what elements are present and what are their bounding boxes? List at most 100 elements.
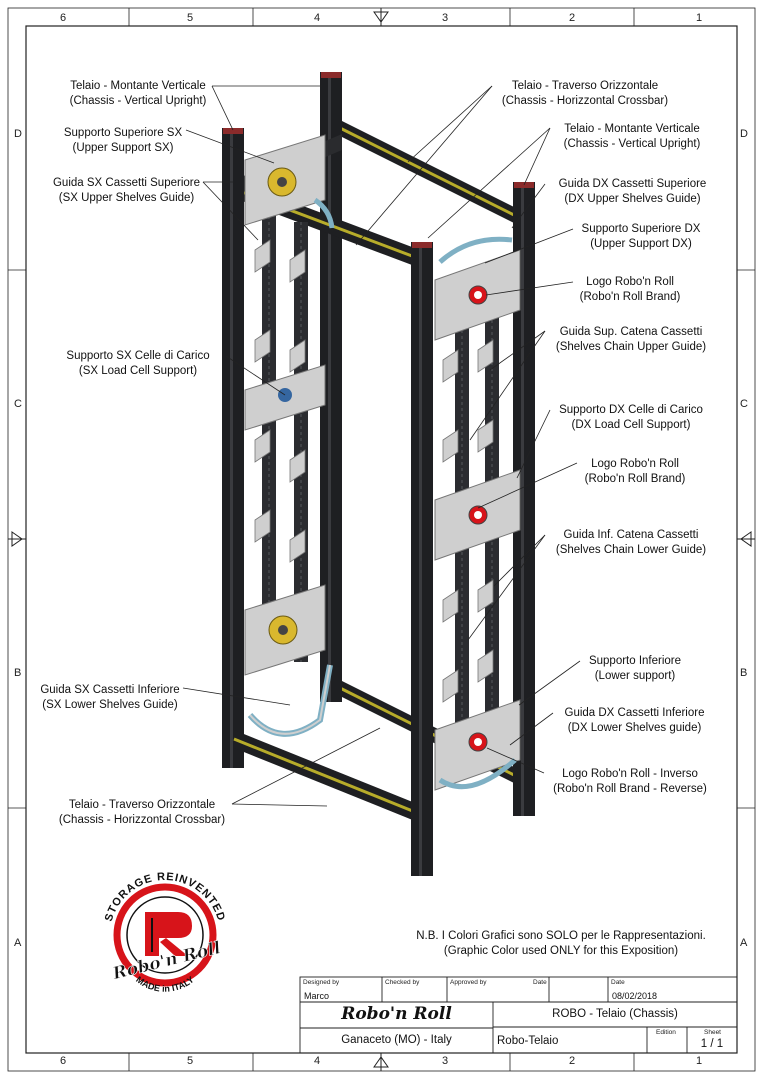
label-en: (Shelves Chain Lower Guide): [555, 544, 707, 556]
left-upper-support: [244, 134, 326, 226]
zone-bottom-3: 3: [442, 1055, 449, 1067]
label-it: Guida SX Cassetti Inferiore: [40, 684, 180, 696]
label-it: Supporto SX Celle di Carico: [66, 350, 210, 362]
logo-brand: Robo'n Roll: [110, 938, 224, 985]
title-block-frame: [299, 976, 738, 1054]
label-logo-reverse: Logo Robo'n Roll - Inverso (Robo'n Roll …: [540, 767, 720, 797]
tb-designed-by-label: Designed by: [303, 979, 340, 986]
zone-right-a: A: [740, 937, 748, 949]
right-lower-guide: [438, 758, 517, 790]
label-logo-1: Logo Robo'n Roll (Robo'n Roll Brand): [570, 275, 690, 305]
label-sx-upper-guide: Guida SX Cassetti Superiore (SX Upper Sh…: [44, 176, 209, 206]
zone-bottom-6: 6: [60, 1055, 67, 1067]
label-it: Supporto Inferiore: [588, 655, 682, 667]
zone-top-1: 1: [696, 12, 703, 24]
label-it: Logo Robo'n Roll: [591, 458, 679, 470]
note-line-2: (Graphic Color used ONLY for this Exposi…: [443, 945, 679, 957]
zone-left-c: C: [14, 398, 22, 410]
zone-top-4: 4: [314, 12, 321, 24]
brand-logo-graphic: [113, 883, 217, 987]
tb-checked-by-label: Checked by: [385, 979, 420, 986]
right-upper-guide: [438, 236, 513, 264]
label-chain-lower-guide: Guida Inf. Catena Cassetti (Shelves Chai…: [545, 528, 717, 558]
label-lower-support: Supporto Inferiore (Lower support): [577, 654, 693, 684]
tb-approved-by-label: Approved by: [450, 979, 487, 986]
label-en: (SX Upper Shelves Guide): [58, 192, 195, 204]
zone-top-5: 5: [187, 12, 194, 24]
tb-location: Ganaceto (MO) - Italy: [341, 1034, 452, 1046]
label-it: Logo Robo'n Roll: [586, 276, 674, 288]
label-en: (Robo'n Roll Brand): [579, 291, 681, 303]
label-dx-lower-guide: Guida DX Cassetti Inferiore (DX Lower Sh…: [552, 706, 717, 736]
tb-title: ROBO - Telaio (Chassis): [552, 1008, 678, 1020]
label-chassis-crossbar-top: Telaio - Traverso Orizzontale (Chassis -…: [495, 79, 675, 109]
label-en: (SX Load Cell Support): [78, 365, 198, 377]
graphic-color-note: N.B. I Colori Grafici sono SOLO per le R…: [400, 929, 722, 959]
right-load-cell-support: [434, 469, 521, 561]
zone-bottom-4: 4: [314, 1055, 321, 1067]
label-upper-support-sx: Supporto Superiore SX (Upper Support SX): [56, 126, 190, 156]
zone-left-d: D: [14, 128, 22, 140]
tb-edition-label: Edition: [656, 1029, 676, 1036]
label-en: (Robo'n Roll Brand - Reverse): [553, 783, 707, 795]
left-lower-support: [244, 584, 326, 676]
tb-designed-by: Marco: [304, 991, 330, 1001]
label-en: (Chassis - Vertical Upright): [69, 95, 207, 107]
zone-bottom-5: 5: [187, 1055, 194, 1067]
label-it: Supporto DX Celle di Carico: [559, 404, 703, 416]
label-it: Guida DX Cassetti Inferiore: [564, 707, 705, 719]
label-en: (Shelves Chain Upper Guide): [555, 341, 707, 353]
label-en: (DX Lower Shelves guide): [567, 722, 702, 734]
label-en: (Upper Support DX): [590, 238, 692, 250]
zone-ticks: [8, 8, 755, 1071]
label-en: (SX Lower Shelves Guide): [42, 699, 178, 711]
label-chassis-crossbar-bottom: Telaio - Traverso Orizzontale (Chassis -…: [50, 798, 234, 828]
note-line-1: N.B. I Colori Grafici sono SOLO per le R…: [416, 930, 706, 942]
zone-right-d: D: [740, 128, 748, 140]
tb-sheet: 1 / 1: [700, 1038, 724, 1050]
label-sx-lower-guide: Guida SX Cassetti Inferiore (SX Lower Sh…: [30, 683, 190, 713]
logo-arc-top: STORAGE REINVENTED: [103, 871, 227, 923]
zone-right-c: C: [740, 398, 748, 410]
label-en: (DX Load Cell Support): [571, 419, 691, 431]
centering-marks: [8, 8, 755, 1071]
label-it: Telaio - Traverso Orizzontale: [511, 80, 659, 92]
label-logo-2: Logo Robo'n Roll (Robo'n Roll Brand): [573, 457, 697, 487]
label-en: (Lower support): [594, 670, 676, 682]
label-it: Guida Sup. Catena Cassetti: [559, 326, 703, 338]
label-en: (Upper Support SX): [72, 142, 174, 154]
label-it: Guida Inf. Catena Cassetti: [563, 529, 699, 541]
label-it: Supporto Superiore DX: [581, 223, 701, 235]
label-chassis-vertical-right: Telaio - Montante Verticale (Chassis - V…: [552, 122, 712, 152]
zone-bottom-1: 1: [696, 1055, 703, 1067]
tb-date-label-1: Date: [533, 979, 547, 986]
label-en: (Chassis - Vertical Upright): [563, 138, 701, 150]
label-it: Telaio - Traverso Orizzontale: [68, 799, 216, 811]
label-dx-load-cell: Supporto DX Celle di Carico (DX Load Cel…: [548, 403, 714, 433]
tb-sheet-label: Sheet: [704, 1029, 721, 1036]
label-it: Guida SX Cassetti Superiore: [52, 177, 201, 189]
right-upper-support: [434, 249, 521, 341]
zone-left-a: A: [14, 937, 22, 949]
label-en: (Chassis - Horizzontal Crossbar): [58, 814, 226, 826]
label-en: (Chassis - Horizzontal Crossbar): [501, 95, 669, 107]
zone-top-2: 2: [569, 12, 576, 24]
tb-company: Robo'n Roll: [341, 1004, 452, 1024]
tb-date-label-2: Date: [611, 979, 625, 986]
label-it: Guida DX Cassetti Superiore: [558, 178, 707, 190]
right-lower-support: [434, 699, 521, 791]
label-it: Telaio - Montante Verticale: [564, 123, 700, 135]
left-upper-guide: [313, 197, 335, 229]
label-it: Logo Robo'n Roll - Inverso: [562, 768, 698, 780]
zone-top-3: 3: [442, 12, 449, 24]
label-sx-load-cell: Supporto SX Celle di Carico (SX Load Cel…: [48, 349, 228, 379]
label-it: Supporto Superiore SX: [63, 127, 183, 139]
leader-lines: [182, 85, 581, 807]
label-en: (DX Upper Shelves Guide): [564, 193, 701, 205]
tb-part: Robo-Telaio: [497, 1035, 559, 1047]
label-chain-upper-guide: Guida Sup. Catena Cassetti (Shelves Chai…: [545, 325, 717, 355]
chassis-drawing: [222, 72, 535, 876]
label-dx-upper-guide: Guida DX Cassetti Superiore (DX Upper Sh…: [550, 177, 715, 207]
